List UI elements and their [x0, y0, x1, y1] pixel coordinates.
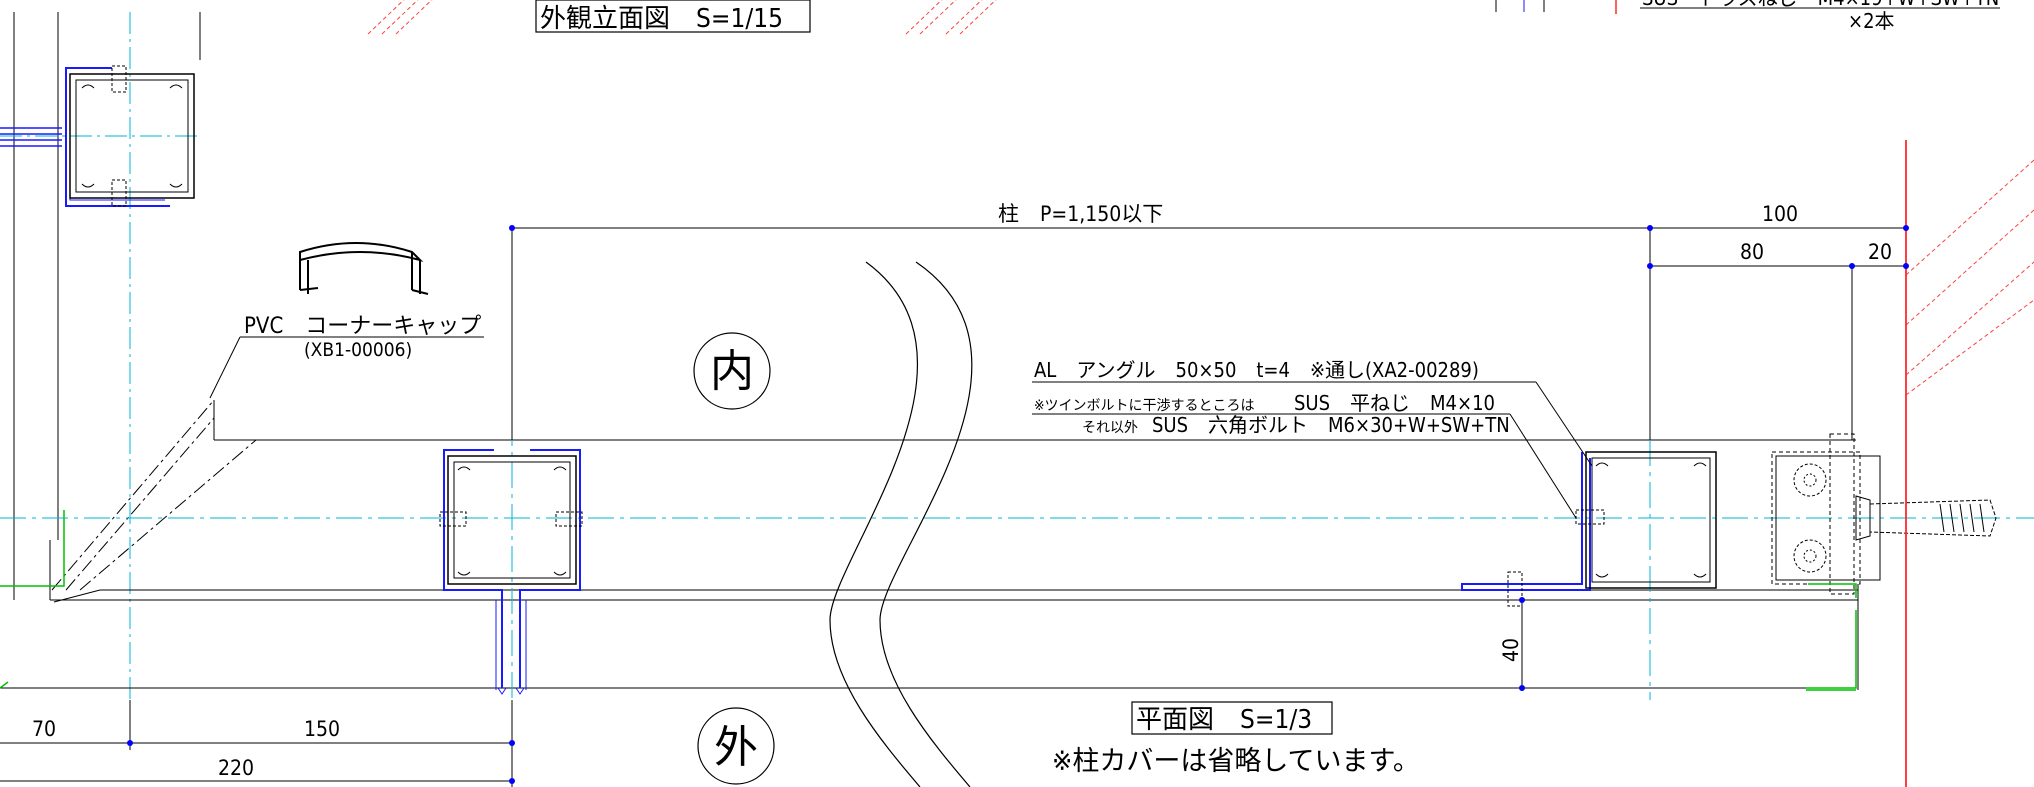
- corner-cap-illustration: [299, 242, 429, 295]
- angle-note-else-prefix: それ以外: [1082, 420, 1138, 436]
- outside-label: 外: [714, 722, 758, 773]
- inside-label: 内: [710, 346, 754, 397]
- corner-cap-label: PVC コーナーキャップ: [244, 314, 481, 339]
- angle-note-prefix: ※ツインボルトに干渉するところは: [1034, 398, 1255, 414]
- inside-marker: [693, 332, 771, 410]
- angle-leader: [1535, 381, 1593, 467]
- elevation-view: [0, 12, 201, 700]
- elevation-title: 外観立面図 S=1/15: [540, 4, 783, 34]
- bolt-leader: [1509, 413, 1577, 519]
- angle-note-screw: SUS 平ねじ M4×10: [1294, 391, 1495, 415]
- dim-220: 220: [218, 756, 254, 780]
- plan-note: ※柱カバーは省略しています。: [1052, 746, 1420, 777]
- dim-70: 70: [32, 717, 56, 741]
- dim-40: 40: [1499, 638, 1523, 662]
- plan-title: 平面図 S=1/3: [1136, 705, 1312, 735]
- wall-hatching: [367, 0, 2034, 396]
- dim-100: 100: [1762, 202, 1798, 226]
- dim-pitch: 柱 P=1,150以下: [998, 202, 1163, 226]
- dim-150: 150: [304, 717, 340, 741]
- angle-note-bolt: SUS 六角ボルト M6×30+W+SW+TN: [1152, 413, 1510, 437]
- outside-marker: [697, 707, 775, 785]
- dimension-dots: [127, 225, 1909, 784]
- top-right-screw-note: SUS トラスねじ M4×19+W+SW+TN ×2本: [1495, 0, 2000, 33]
- plan-title-box: [1131, 701, 1333, 735]
- elevation-title-box: [535, 0, 811, 33]
- top-right-qty-text: ×2本: [1848, 9, 1895, 33]
- top-right-screw-text: SUS トラスねじ M4×19+W+SW+TN: [1642, 0, 1999, 10]
- dimension-lines: [0, 227, 1906, 787]
- angle-label: AL アングル 50×50 t=4 ※通し(XA2-00289): [1034, 358, 1479, 382]
- dim-20: 20: [1868, 240, 1892, 264]
- dim-80: 80: [1740, 240, 1764, 264]
- plan-view: [0, 140, 2034, 787]
- corner-cap-code: (XB1-00006): [304, 339, 412, 361]
- corner-cap-leader: [209, 336, 241, 399]
